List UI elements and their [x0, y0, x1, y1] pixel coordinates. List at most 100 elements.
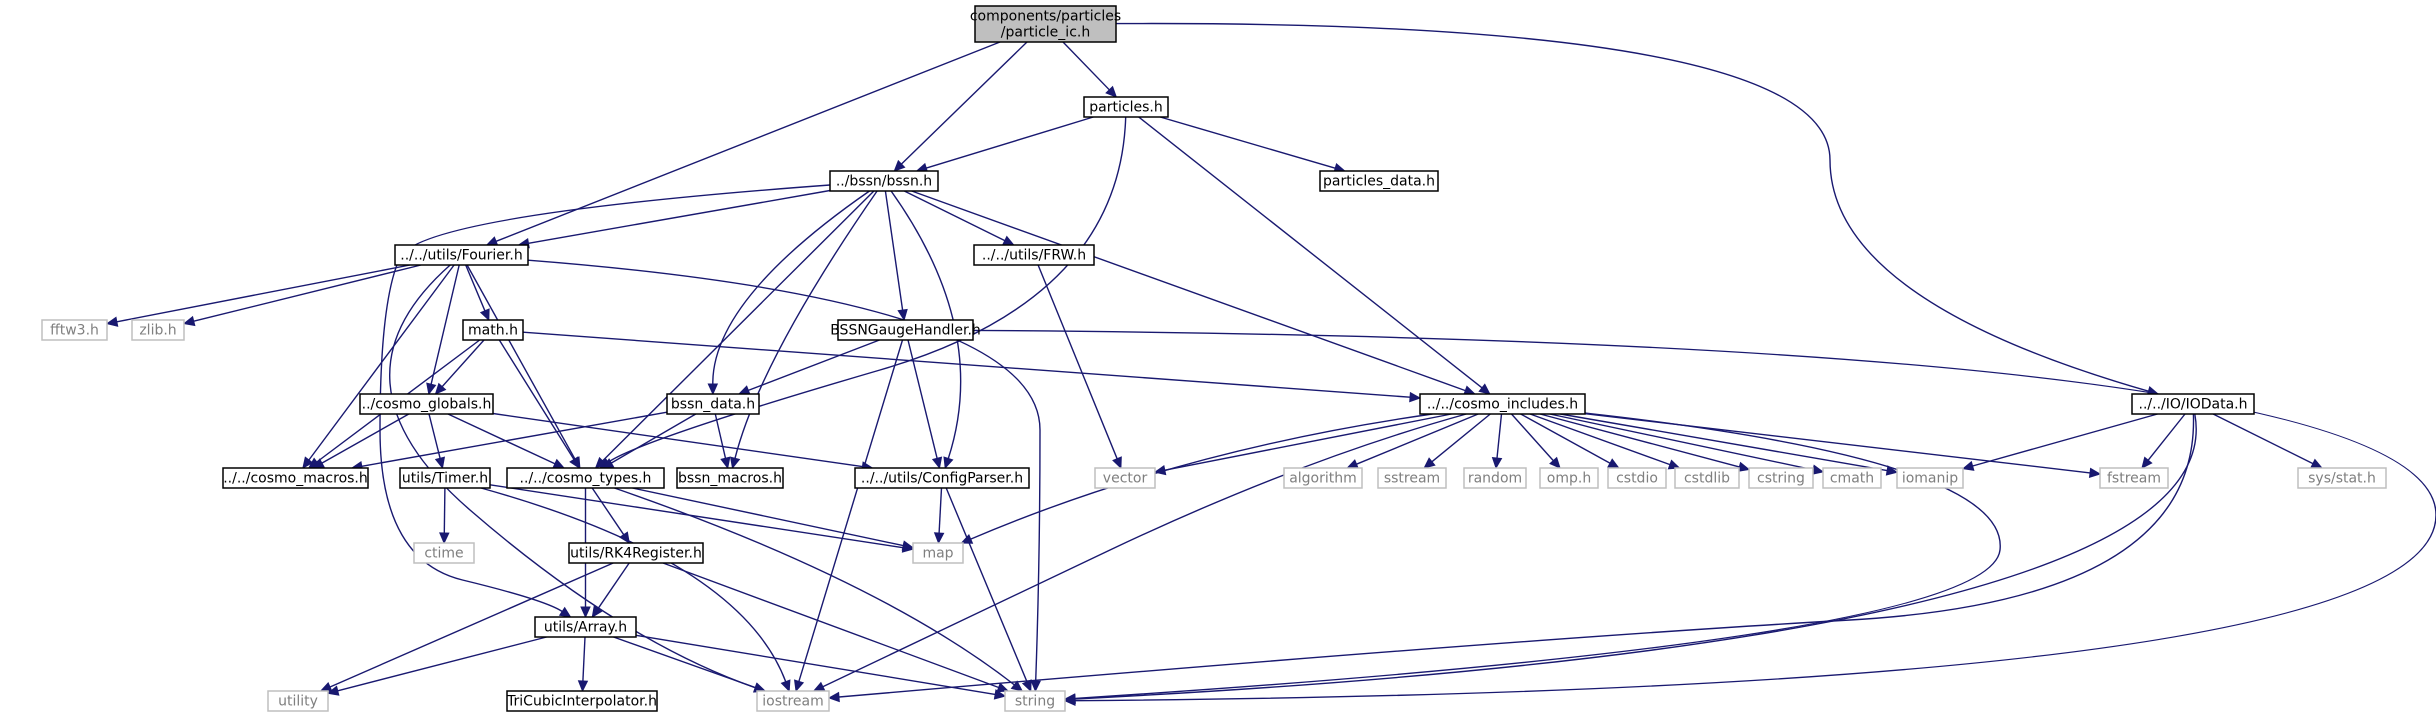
node-sysstat: sys/stat.h	[2297, 467, 2387, 489]
node-bssn[interactable]: ../bssn/bssn.h	[829, 170, 939, 192]
node-label: utils/RK4Register.h	[570, 545, 702, 561]
node-rk4[interactable]: utils/RK4Register.h	[568, 542, 704, 564]
edge-line	[489, 484, 904, 549]
node-particles[interactable]: particles.h	[1083, 96, 1169, 118]
edge-line	[613, 636, 756, 689]
node-box	[1283, 467, 1363, 489]
edge-line	[495, 41, 1001, 242]
node-iodata[interactable]: ../../IO/IOData.h	[2131, 393, 2255, 415]
node-label: BSSNGaugeHandler.h	[830, 322, 981, 338]
node-label: math.h	[468, 322, 518, 338]
edge-array-to-string	[635, 634, 1007, 700]
node-math[interactable]: math.h	[462, 319, 524, 341]
edge-iodata-to-string	[1063, 413, 2197, 705]
node-cstring: cstring	[1748, 467, 1814, 489]
edge-math-to-cosmo_globals	[434, 339, 485, 395]
node-box	[1607, 467, 1667, 489]
edge-line	[1431, 413, 1491, 463]
edge-arrowhead	[577, 680, 589, 693]
node-box	[506, 690, 658, 712]
edge-arrowhead	[1423, 457, 1436, 469]
node-random: random	[1463, 467, 1527, 489]
edge-line	[498, 339, 575, 460]
edge-line	[1560, 413, 1888, 472]
node-tricubic[interactable]: TriCubicInterpolator.h	[506, 690, 658, 712]
node-sstream: sstream	[1377, 467, 1447, 489]
node-root[interactable]: components/particles/particle_ic.h	[970, 5, 1121, 43]
node-array[interactable]: utils/Array.h	[534, 616, 637, 638]
edge-gauge-to-configparser	[907, 339, 943, 470]
edge-cosmo_includes-to-random	[1491, 413, 1503, 470]
node-timer[interactable]: utils/Timer.h	[399, 467, 491, 489]
node-configparser[interactable]: ../../utils/ConfigParser.h	[854, 467, 1030, 489]
edge-line	[632, 487, 904, 547]
edge-arrowhead	[812, 681, 826, 692]
edge-arrowhead	[426, 382, 437, 396]
edge-line	[901, 41, 1028, 165]
edge-bssn-to-gauge	[884, 190, 908, 322]
node-string: string	[1004, 690, 1066, 712]
edge-line	[591, 487, 625, 536]
edge-iodata-to-iomanip	[1961, 413, 2158, 471]
edge-line	[321, 413, 410, 464]
node-label: vector	[1103, 470, 1148, 486]
edge-arrowhead	[780, 679, 791, 693]
node-box	[1748, 467, 1814, 489]
edge-line	[527, 259, 1041, 682]
edge-line	[838, 413, 2195, 698]
edge-line	[522, 331, 1411, 398]
edge-arrowhead	[996, 682, 1010, 693]
node-label: sstream	[1384, 470, 1440, 486]
edge-line	[1074, 413, 2197, 700]
edge-line	[528, 189, 831, 244]
edge-particles-to-bssn	[915, 116, 1094, 173]
edge-arrowhead	[1346, 459, 1359, 469]
edge-line	[926, 116, 1094, 169]
node-bssn_macros[interactable]: bssn_macros.h	[676, 467, 784, 489]
edge-line	[635, 634, 996, 696]
node-box	[413, 542, 475, 564]
edge-line	[938, 487, 943, 534]
node-cmath: cmath	[1822, 467, 1882, 489]
node-box	[222, 467, 369, 489]
edge-cosmo_includes-to-algorithm	[1346, 413, 1479, 469]
edge-arrowhead	[552, 458, 566, 469]
edge-particles-to-cosmo_includes	[1138, 116, 1491, 395]
edge-line	[441, 339, 485, 388]
node-bssn_data[interactable]: bssn_data.h	[666, 393, 760, 415]
node-box	[1083, 96, 1169, 118]
node-label: /particle_ic.h	[1001, 24, 1090, 40]
edge-arrowhead	[707, 383, 719, 396]
edge-arrowhead	[1063, 693, 1076, 705]
node-cosmo_includes[interactable]: ../../cosmo_includes.h	[1419, 393, 1586, 415]
edge-line	[714, 413, 727, 459]
edge-arrowhead	[591, 605, 603, 618]
node-gauge[interactable]: BSSNGaugeHandler.h	[830, 319, 981, 341]
node-cosmo_types[interactable]: ../../cosmo_types.h	[506, 467, 665, 489]
node-particles_data[interactable]: particles_data.h	[1319, 170, 1439, 192]
node-vector: vector	[1094, 467, 1156, 489]
edge-line	[798, 339, 904, 682]
edge-arrowhead	[1030, 680, 1041, 693]
edge-fourier-to-string	[527, 259, 1041, 693]
edge-line	[443, 487, 446, 534]
node-box	[912, 542, 964, 564]
node-cstdlib: cstdlib	[1674, 467, 1740, 489]
edge-root-to-bssn	[893, 41, 1028, 172]
edge-arrowhead	[720, 456, 731, 470]
edge-root-to-iodata	[1115, 22, 2160, 397]
node-box	[1674, 467, 1740, 489]
node-frw[interactable]: ../../utils/FRW.h	[973, 244, 1095, 266]
edge-arrowhead	[2310, 458, 2323, 469]
edge-fourier-to-cosmo_globals	[426, 264, 460, 396]
node-label: utils/Timer.h	[402, 470, 488, 486]
node-box	[1539, 467, 1599, 489]
node-cosmo_macros[interactable]: ../../cosmo_macros.h	[222, 467, 369, 489]
edge-timer-to-iostream	[480, 487, 791, 693]
node-box	[829, 170, 939, 192]
edge-line	[2147, 413, 2186, 461]
node-fourier[interactable]: ../../utils/Fourier.h	[394, 244, 529, 266]
node-cosmo_globals[interactable]: ../cosmo_globals.h	[359, 393, 494, 415]
edge-frw-to-vector	[1037, 264, 1122, 470]
node-omp: omp.h	[1539, 467, 1599, 489]
